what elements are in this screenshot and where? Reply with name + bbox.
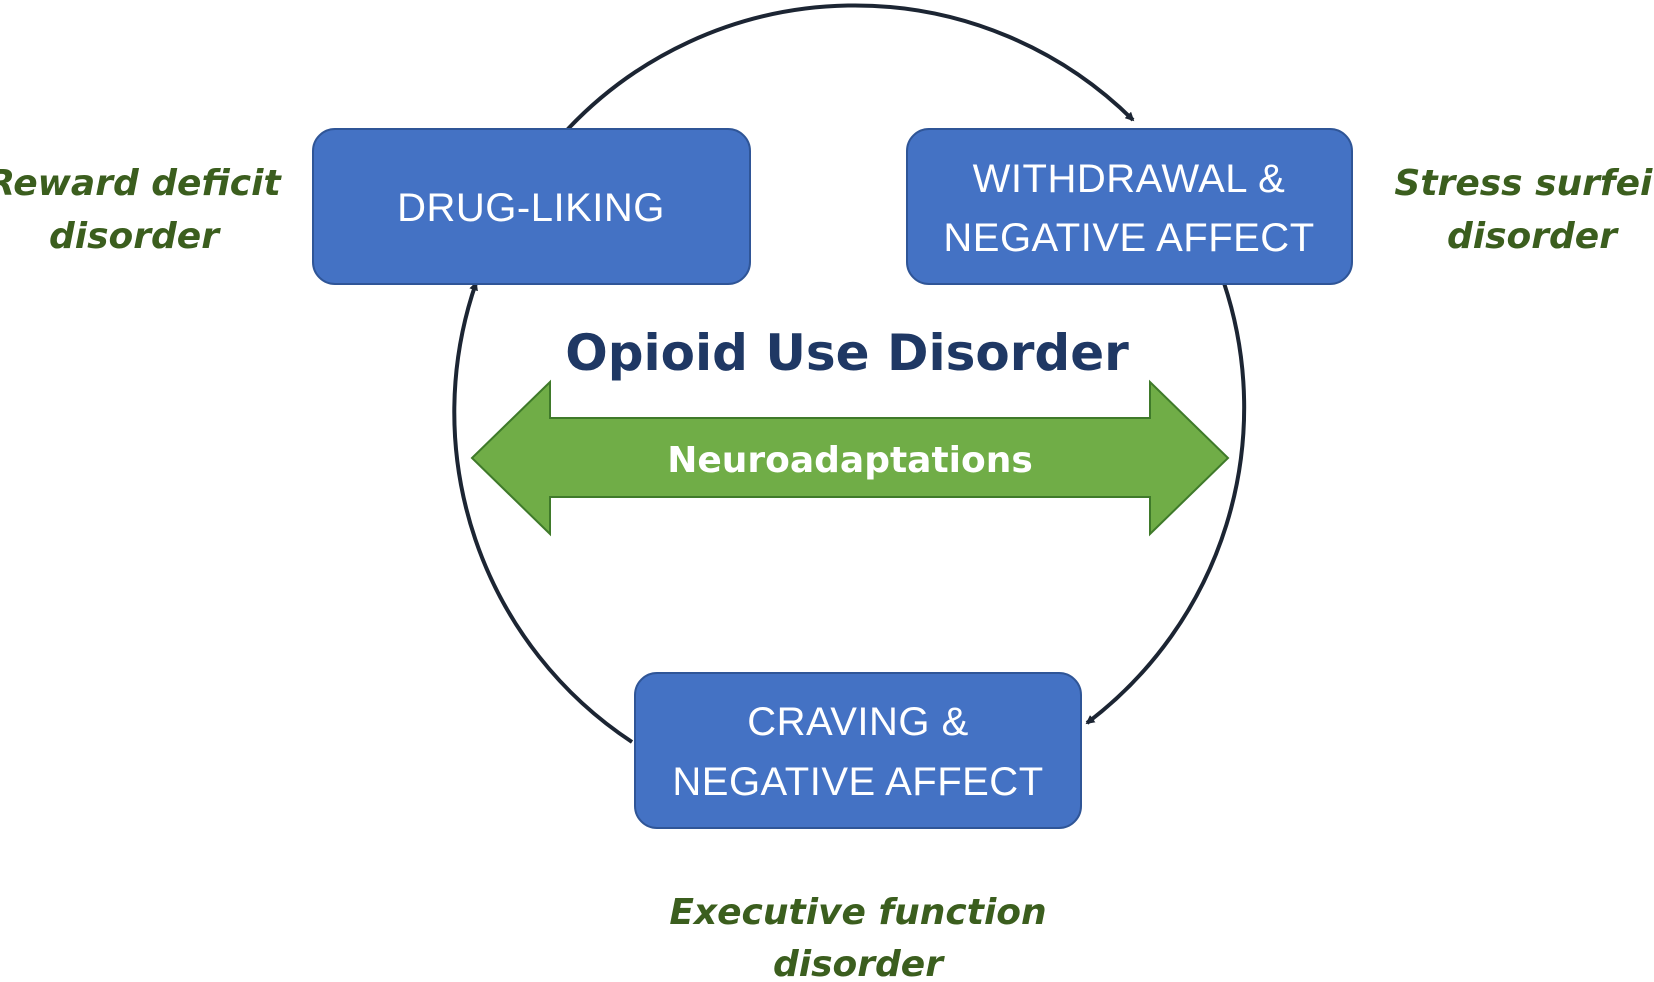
side-label-stress-surfeit: Stress surfeit disorder <box>1394 163 1654 257</box>
diagram-title: Opioid Use Disorder <box>565 324 1129 382</box>
executive-function-line2: disorder <box>773 944 945 982</box>
cycle-arc-drugliking-to-withdrawal <box>565 3 1135 132</box>
stress-surfeit-line2: disorder <box>1447 216 1619 257</box>
neuroadaptations-arrow <box>470 379 1230 537</box>
node-drug-liking-label: DRUG-LIKING <box>397 186 665 230</box>
node-withdrawal-label-line2: NEGATIVE AFFECT <box>943 216 1314 260</box>
cycle-arc-craving-to-drugliking <box>452 281 634 744</box>
stress-surfeit-line1: Stress surfeit <box>1394 163 1654 204</box>
node-withdrawal: WITHDRAWAL & NEGATIVE AFFECT <box>906 128 1353 285</box>
node-withdrawal-label-line1: WITHDRAWAL & <box>973 157 1286 201</box>
reward-deficit-line2: disorder <box>49 216 221 257</box>
cycle-arc-withdrawal-to-craving <box>1085 282 1247 725</box>
neuroadaptations-label: Neuroadaptations <box>667 440 1033 481</box>
node-craving-label-line1: CRAVING & <box>747 700 969 744</box>
side-label-reward-deficit: Reward deficit disorder <box>0 163 282 257</box>
executive-function-line1: Executive function <box>669 892 1046 933</box>
side-label-executive-function: Executive function disorder <box>669 892 1046 982</box>
reward-deficit-line1: Reward deficit <box>0 163 282 204</box>
node-drug-liking: DRUG-LIKING <box>312 128 751 285</box>
node-craving: CRAVING & NEGATIVE AFFECT <box>634 672 1082 829</box>
node-craving-label-line2: NEGATIVE AFFECT <box>672 760 1043 804</box>
